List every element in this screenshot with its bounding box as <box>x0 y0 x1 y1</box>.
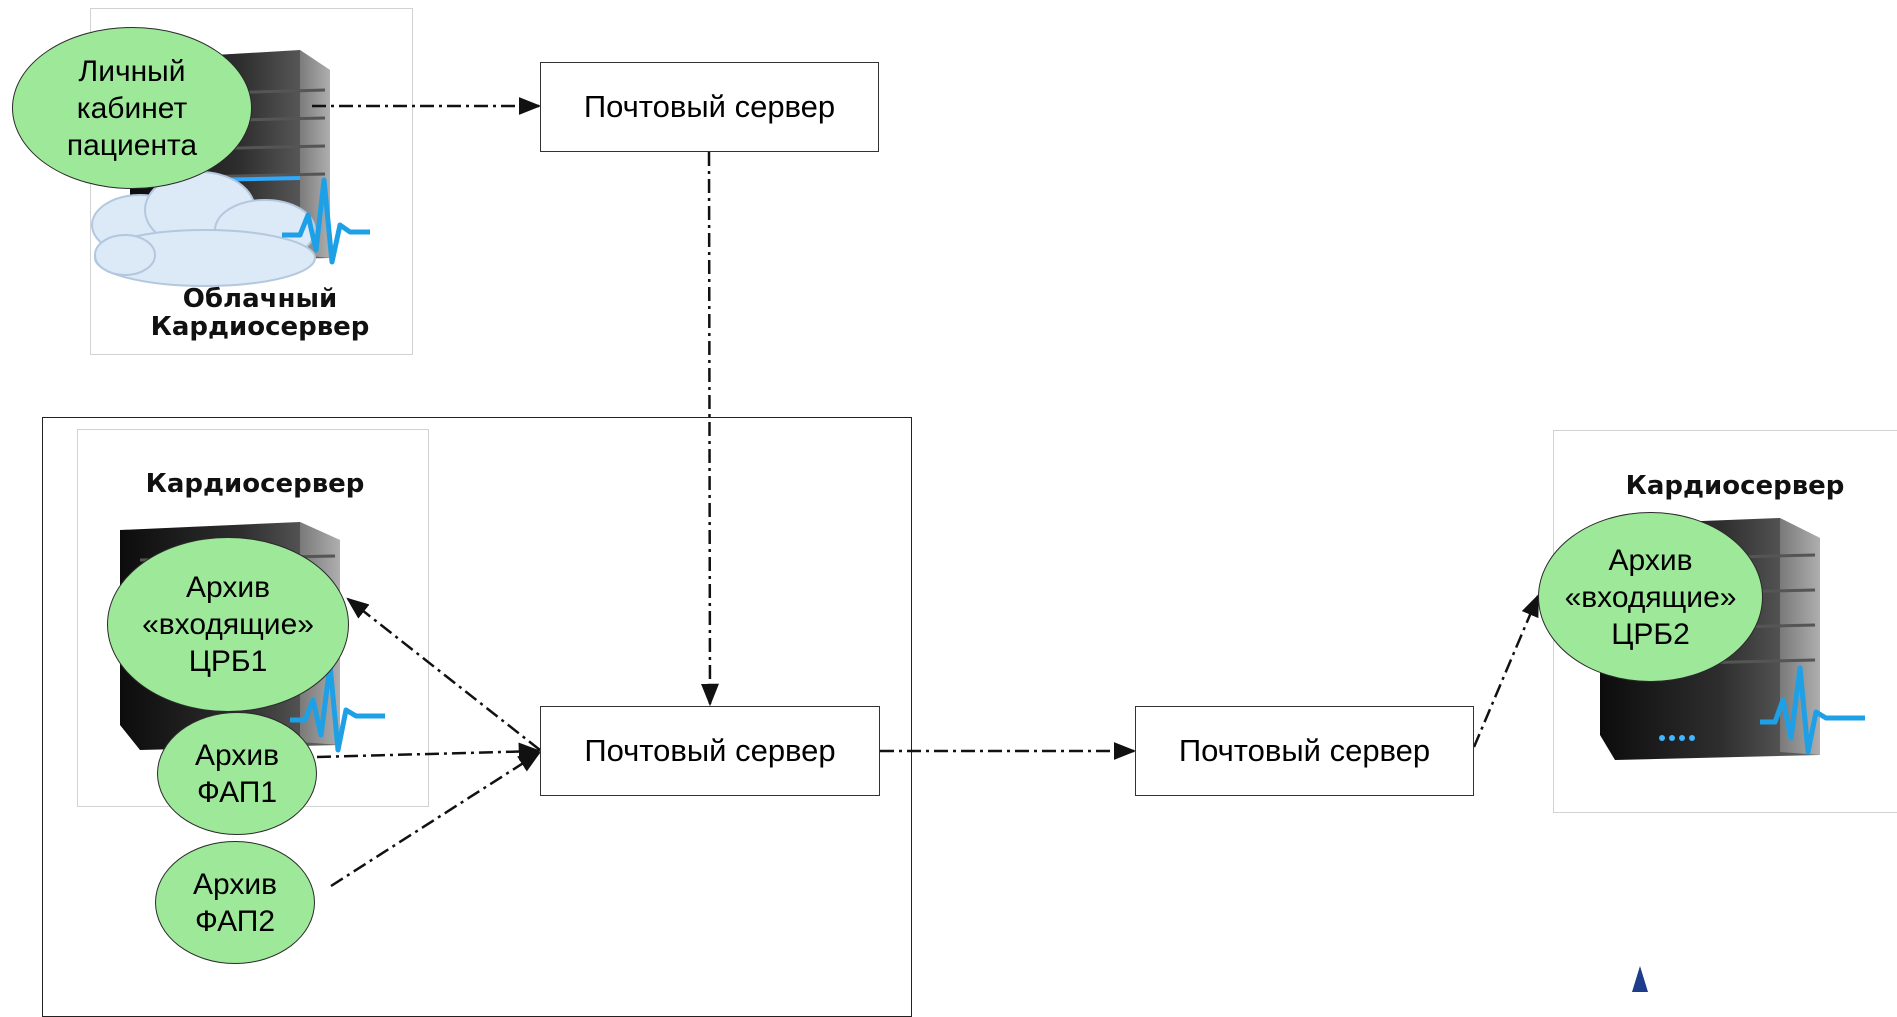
archive-crb2-ellipse: Архив «входящие» ЦРБ2 <box>1538 512 1763 682</box>
server-crb2-caption: Кардиосервер <box>1625 471 1845 501</box>
mail-server-label: Почтовый сервер <box>584 733 836 768</box>
archive-fap2-ellipse: Архив ФАП2 <box>155 841 315 964</box>
dash-dot-arrow <box>1472 593 1540 748</box>
archive-crb1-ellipse: Архив «входящие» ЦРБ1 <box>107 537 349 712</box>
ellipse-line: Архив <box>194 738 280 772</box>
ecg-pulse-icon <box>1760 665 1865 755</box>
dash-dot-arrow <box>700 151 719 707</box>
mail-server-label: Почтовый сервер <box>583 89 836 124</box>
logo-fragment <box>1632 966 1648 992</box>
ellipse-line: «входящие» <box>142 608 314 641</box>
dash-dot-arrow <box>316 742 542 761</box>
archive-fap1-ellipse: Архив ФАП1 <box>157 712 317 835</box>
cloud-icon <box>91 171 316 287</box>
mail-server-label: Почтовый сервер <box>1178 733 1431 768</box>
patient-cabinet-ellipse: Личный кабинет пациента <box>12 27 252 189</box>
ellipse-line: ЦРБ1 <box>188 645 268 678</box>
ellipse-line: Архив <box>192 867 278 901</box>
ellipse-line: пациента <box>66 128 198 162</box>
ellipse-line: ФАП2 <box>194 904 276 938</box>
ellipse-line: кабинет <box>76 91 188 125</box>
ellipse-line: «входящие» <box>1564 580 1737 614</box>
ellipse-line: ЦРБ2 <box>1611 617 1690 651</box>
server-crb1-caption: Кардиосервер <box>145 469 365 499</box>
mail-server-right: Почтовый сервер <box>1135 706 1474 796</box>
caption-line: Облачный <box>182 284 338 314</box>
mail-server-center: Почтовый сервер <box>540 706 880 796</box>
mail-server-top: Почтовый сервер <box>540 62 879 152</box>
dash-dot-arrow <box>330 751 541 888</box>
cloud-server-caption: Облачный Кардиосервер <box>150 285 370 341</box>
dash-dot-arrow <box>346 597 541 751</box>
ellipse-line: Архив <box>185 571 271 604</box>
ellipse-line: Личный <box>78 54 186 88</box>
caption-line: Кардиосервер <box>150 312 370 342</box>
ellipse-line: ФАП1 <box>196 775 278 809</box>
ecg-pulse-icon <box>282 177 370 265</box>
ellipse-line: Архив <box>1608 543 1693 577</box>
